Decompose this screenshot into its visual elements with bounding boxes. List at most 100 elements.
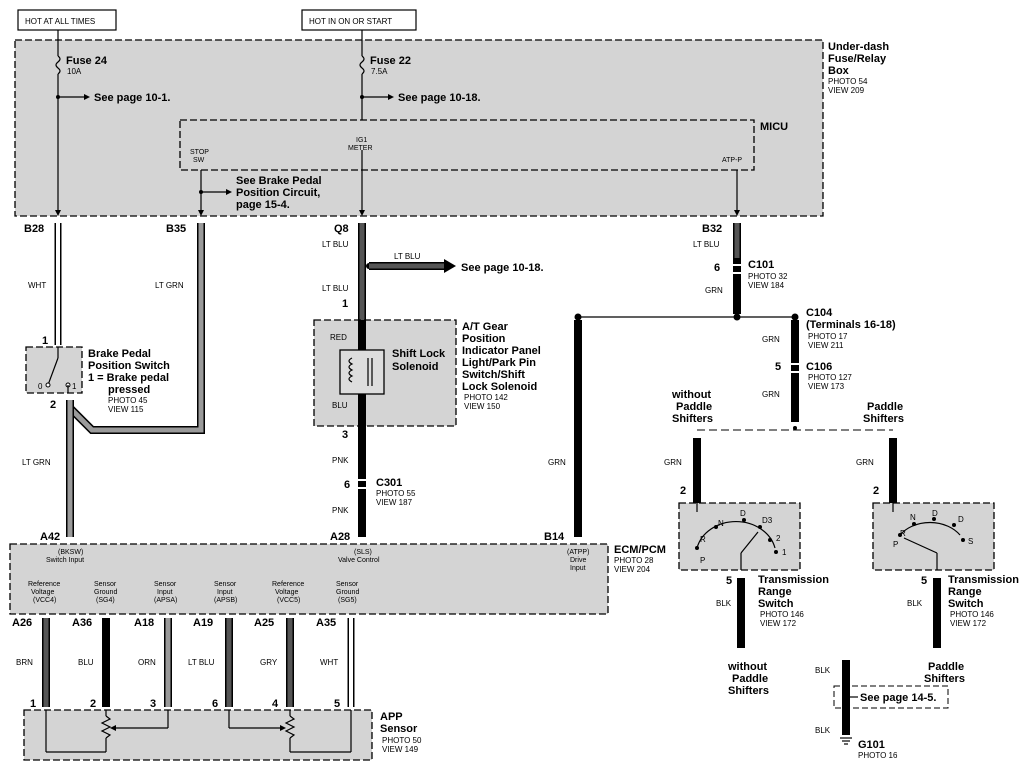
svg-text:Position Switch: Position Switch [88, 360, 170, 372]
svg-text:A35: A35 [316, 617, 336, 629]
terminal-b14: B14 [544, 531, 565, 543]
svg-text:GRY: GRY [260, 658, 278, 667]
svg-text:PHOTO 54: PHOTO 54 [828, 77, 868, 86]
c301-label: C301 [376, 477, 402, 489]
terminal-b35: B35 [166, 223, 186, 235]
ecm-pcm-label: ECM/PCM PHOTO 28 VIEW 204 [614, 544, 666, 574]
svg-text:PHOTO 17: PHOTO 17 [808, 332, 848, 341]
svg-text:(VCC4): (VCC4) [33, 597, 56, 604]
fuse-22: Fuse 22 7.5A See page 10-18. [359, 40, 481, 120]
svg-text:VIEW 204: VIEW 204 [614, 565, 651, 574]
svg-text:See page 10-1.: See page 10-1. [94, 92, 170, 104]
svg-text:R: R [700, 535, 706, 544]
ground-g101: without Paddle Shifters Paddle Shifters … [727, 660, 965, 760]
svg-text:Voltage: Voltage [275, 589, 298, 596]
wire-trs-right: GRN 2 5 BLK [856, 438, 941, 648]
svg-text:Ground: Ground [94, 589, 117, 596]
brake-pedal-switch: 0 1 1 2 [38, 335, 77, 411]
svg-text:page 15-4.: page 15-4. [236, 199, 290, 211]
svg-text:5: 5 [334, 698, 340, 710]
svg-text:1 = Brake pedal: 1 = Brake pedal [88, 372, 169, 384]
svg-text:Shifters: Shifters [863, 413, 904, 425]
svg-text:BLK: BLK [716, 599, 732, 608]
svg-text:IG1: IG1 [356, 137, 367, 144]
tag-hot-always-text: HOT AT ALL TIMES [25, 17, 95, 26]
svg-text:PHOTO 146: PHOTO 146 [760, 610, 804, 619]
svg-text:1: 1 [72, 382, 77, 391]
svg-text:1: 1 [782, 548, 787, 557]
svg-text:5: 5 [921, 575, 927, 587]
svg-text:D: D [958, 515, 964, 524]
shift-lock-box [313, 319, 457, 427]
lt-blu-page-ref: See page 10-18. [461, 262, 544, 274]
svg-text:Switch: Switch [948, 598, 984, 610]
svg-text:6: 6 [344, 479, 350, 491]
svg-text:APP: APP [380, 711, 403, 723]
svg-text:GRN: GRN [762, 335, 780, 344]
svg-text:VIEW 172: VIEW 172 [950, 619, 987, 628]
tag-hot-on-start-text: HOT IN ON OR START [309, 17, 392, 26]
svg-text:Paddle: Paddle [732, 673, 768, 685]
svg-text:G101: G101 [858, 739, 885, 751]
svg-text:LT BLU: LT BLU [394, 252, 421, 261]
svg-text:D3: D3 [762, 516, 773, 525]
svg-text:Voltage: Voltage [31, 589, 54, 596]
svg-text:PHOTO 32: PHOTO 32 [748, 272, 788, 281]
svg-text:A/T Gear: A/T Gear [462, 321, 509, 333]
svg-text:(SG4): (SG4) [96, 597, 115, 604]
svg-text:D: D [740, 509, 746, 518]
svg-text:A19: A19 [193, 617, 213, 629]
svg-text:P: P [700, 556, 705, 565]
svg-text:BLK: BLK [815, 726, 831, 735]
svg-text:GRN: GRN [856, 458, 874, 467]
svg-text:A25: A25 [254, 617, 274, 629]
svg-text:Transmission: Transmission [948, 574, 1019, 586]
svg-text:VIEW 173: VIEW 173 [808, 382, 845, 391]
svg-text:VIEW 209: VIEW 209 [828, 86, 865, 95]
ecm-pcm-box [9, 543, 609, 615]
svg-text:Range: Range [948, 586, 982, 598]
svg-text:Switch: Switch [758, 598, 794, 610]
svg-text:SW: SW [193, 157, 205, 164]
svg-text:Input: Input [157, 589, 173, 596]
svg-text:5: 5 [726, 575, 732, 587]
svg-text:LT BLU: LT BLU [693, 240, 720, 249]
svg-text:VIEW 172: VIEW 172 [760, 619, 797, 628]
svg-text:without: without [727, 661, 767, 673]
svg-text:2: 2 [680, 485, 686, 497]
trs-right-switch: R N D P D S [892, 503, 973, 570]
svg-text:3: 3 [150, 698, 156, 710]
micu-box [179, 119, 755, 171]
svg-text:1: 1 [342, 298, 348, 310]
svg-text:VIEW 149: VIEW 149 [382, 745, 419, 754]
svg-text:6: 6 [212, 698, 218, 710]
wire-trs-left: GRN 2 5 BLK [664, 438, 745, 648]
wire-b32-grn: LT BLU 6 C101 PHOTO 32 VIEW 184 GRN GRN … [548, 223, 896, 537]
svg-text:VIEW 184: VIEW 184 [748, 281, 785, 290]
svg-text:PHOTO 50: PHOTO 50 [382, 736, 422, 745]
svg-text:Drive: Drive [570, 557, 586, 564]
wire-lt-grn: LT GRN LT GRN [22, 223, 205, 537]
svg-text:2: 2 [776, 534, 781, 543]
svg-text:6: 6 [714, 262, 720, 274]
svg-text:Paddle: Paddle [867, 401, 903, 413]
app-sensor-label: APP Sensor PHOTO 50 VIEW 149 [380, 711, 422, 754]
svg-text:VIEW 211: VIEW 211 [808, 341, 844, 350]
svg-text:Shifters: Shifters [728, 685, 769, 697]
terminal-a42: A42 [40, 531, 60, 543]
svg-text:(SG5): (SG5) [338, 597, 357, 604]
svg-text:ECM/PCM: ECM/PCM [614, 544, 666, 556]
svg-text:RED: RED [330, 333, 347, 342]
svg-text:LT GRN: LT GRN [22, 458, 51, 467]
svg-text:0: 0 [38, 382, 43, 391]
fuse-24: Fuse 24 10A See page 10-1. [55, 40, 170, 216]
app-sensor-wires: BRN BLU ORN LT BLU GRY WHT 1 2 3 6 4 5 [16, 618, 355, 710]
svg-text:Paddle: Paddle [676, 401, 712, 413]
svg-text:N: N [718, 519, 724, 528]
brake-circuit-ref: See Brake Pedal Position Circuit, page 1… [236, 175, 322, 211]
svg-text:Valve Control: Valve Control [338, 557, 380, 564]
svg-text:LT BLU: LT BLU [188, 658, 215, 667]
svg-text:PHOTO 146: PHOTO 146 [950, 610, 994, 619]
svg-text:See Brake Pedal: See Brake Pedal [236, 175, 322, 187]
